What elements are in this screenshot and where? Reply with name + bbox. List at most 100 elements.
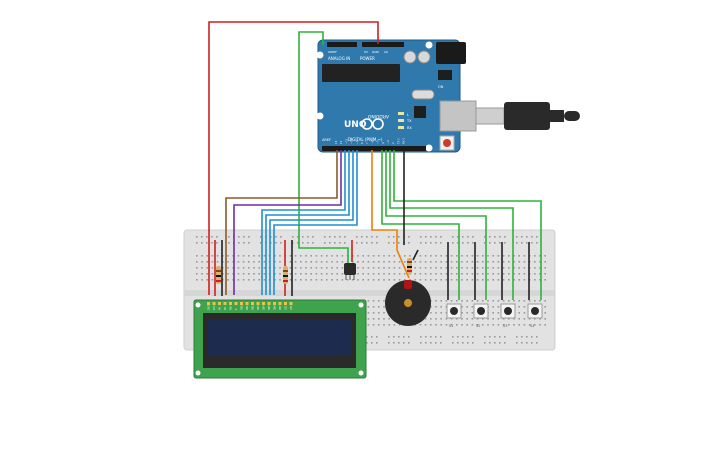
breadboard-hole[interactable] bbox=[456, 273, 458, 275]
breadboard-hole[interactable] bbox=[242, 267, 245, 269]
breadboard-hole[interactable] bbox=[544, 279, 546, 281]
breadboard-hole[interactable] bbox=[523, 273, 526, 275]
breadboard-hole[interactable] bbox=[357, 267, 359, 269]
breadboard-hole[interactable] bbox=[508, 318, 510, 320]
breadboard-hole[interactable] bbox=[376, 242, 378, 244]
breadboard-hole[interactable] bbox=[471, 273, 474, 275]
breadboard-hole[interactable] bbox=[279, 273, 281, 275]
breadboard-hole[interactable] bbox=[544, 300, 546, 302]
breadboard-hole[interactable] bbox=[430, 261, 432, 263]
breadboard-hole[interactable] bbox=[420, 342, 422, 344]
breadboard-hole[interactable] bbox=[497, 324, 500, 326]
breadboard-hole[interactable] bbox=[302, 236, 304, 238]
breadboard-hole[interactable] bbox=[248, 242, 250, 244]
breadboard-hole[interactable] bbox=[378, 312, 380, 314]
breadboard-hole[interactable] bbox=[307, 242, 309, 244]
breadboard-hole[interactable] bbox=[492, 279, 494, 281]
breadboard-hole[interactable] bbox=[440, 273, 442, 275]
breadboard-hole[interactable] bbox=[516, 336, 518, 338]
breadboard-hole[interactable] bbox=[388, 318, 390, 320]
breadboard-hole[interactable] bbox=[534, 324, 536, 326]
breadboard-hole[interactable] bbox=[476, 255, 479, 257]
breadboard-hole[interactable] bbox=[279, 255, 281, 257]
breadboard-hole[interactable] bbox=[528, 318, 531, 320]
breadboard-hole[interactable] bbox=[331, 267, 333, 269]
breadboard-hole[interactable] bbox=[440, 279, 442, 281]
breadboard-hole[interactable] bbox=[419, 324, 422, 326]
breadboard-hole[interactable] bbox=[398, 267, 401, 269]
breadboard-hole[interactable] bbox=[504, 236, 506, 238]
breadboard-hole[interactable] bbox=[419, 273, 422, 275]
breadboard-hole[interactable] bbox=[508, 300, 510, 302]
breadboard-hole[interactable] bbox=[502, 267, 505, 269]
breadboard-hole[interactable] bbox=[307, 236, 309, 238]
breadboard-hole[interactable] bbox=[404, 279, 406, 281]
breadboard-hole[interactable] bbox=[294, 273, 297, 275]
temperature-sensor[interactable] bbox=[344, 263, 356, 280]
breadboard-hole[interactable] bbox=[456, 300, 458, 302]
breadboard-hole[interactable] bbox=[336, 261, 338, 263]
breadboard-hole[interactable] bbox=[440, 318, 442, 320]
breadboard-hole[interactable] bbox=[445, 255, 448, 257]
breadboard-hole[interactable] bbox=[248, 236, 250, 238]
breadboard-hole[interactable] bbox=[497, 312, 500, 314]
breadboard-hole[interactable] bbox=[461, 279, 463, 281]
piezo-buzzer[interactable] bbox=[385, 280, 431, 326]
breadboard-hole[interactable] bbox=[531, 242, 533, 244]
breadboard-hole[interactable] bbox=[237, 267, 240, 269]
breadboard-hole[interactable] bbox=[482, 279, 484, 281]
breadboard-hole[interactable] bbox=[461, 267, 463, 269]
breadboard-hole[interactable] bbox=[425, 236, 427, 238]
breadboard-hole[interactable] bbox=[310, 279, 312, 281]
breadboard-hole[interactable] bbox=[445, 318, 448, 320]
breadboard-hole[interactable] bbox=[502, 318, 505, 320]
breadboard-hole[interactable] bbox=[494, 336, 496, 338]
wire-purple[interactable] bbox=[233, 150, 342, 295]
breadboard-hole[interactable] bbox=[461, 324, 463, 326]
breadboard-hole[interactable] bbox=[445, 267, 448, 269]
breadboard-hole[interactable] bbox=[367, 312, 370, 314]
breadboard-hole[interactable] bbox=[518, 306, 520, 308]
breadboard-hole[interactable] bbox=[461, 318, 463, 320]
breadboard-hole[interactable] bbox=[366, 336, 368, 338]
breadboard-hole[interactable] bbox=[320, 279, 323, 281]
breadboard-hole[interactable] bbox=[376, 336, 378, 338]
breadboard-hole[interactable] bbox=[336, 279, 338, 281]
breadboard-hole[interactable] bbox=[378, 261, 380, 263]
breadboard-hole[interactable] bbox=[211, 255, 214, 257]
breadboard-hole[interactable] bbox=[518, 261, 520, 263]
breadboard-hole[interactable] bbox=[237, 261, 240, 263]
breadboard-hole[interactable] bbox=[227, 273, 229, 275]
lcd-pin[interactable] bbox=[218, 302, 221, 305]
breadboard-hole[interactable] bbox=[430, 342, 432, 344]
breadboard-hole[interactable] bbox=[476, 318, 479, 320]
breadboard-hole[interactable] bbox=[445, 312, 448, 314]
breadboard-hole[interactable] bbox=[502, 255, 505, 257]
breadboard-hole[interactable] bbox=[211, 273, 214, 275]
lcd-pin[interactable] bbox=[229, 302, 232, 305]
breadboard-hole[interactable] bbox=[497, 318, 500, 320]
breadboard-hole[interactable] bbox=[420, 236, 422, 238]
breadboard-hole[interactable] bbox=[352, 279, 354, 281]
breadboard-hole[interactable] bbox=[476, 279, 479, 281]
breadboard-hole[interactable] bbox=[372, 300, 375, 302]
breadboard-hole[interactable] bbox=[329, 236, 331, 238]
breadboard-hole[interactable] bbox=[435, 279, 437, 281]
breadboard-hole[interactable] bbox=[357, 261, 359, 263]
breadboard-hole[interactable] bbox=[534, 318, 536, 320]
breadboard-hole[interactable] bbox=[263, 273, 266, 275]
breadboard-hole[interactable] bbox=[499, 336, 501, 338]
breadboard-hole[interactable] bbox=[326, 273, 328, 275]
breadboard-hole[interactable] bbox=[471, 324, 474, 326]
breadboard-hole[interactable] bbox=[242, 273, 245, 275]
breadboard-hole[interactable] bbox=[521, 242, 523, 244]
breadboard-hole[interactable] bbox=[450, 267, 453, 269]
breadboard-hole[interactable] bbox=[534, 279, 536, 281]
breadboard-hole[interactable] bbox=[450, 324, 453, 326]
breadboard-hole[interactable] bbox=[466, 261, 468, 263]
breadboard-hole[interactable] bbox=[467, 336, 469, 338]
breadboard-hole[interactable] bbox=[237, 255, 240, 257]
breadboard-hole[interactable] bbox=[534, 300, 536, 302]
breadboard-hole[interactable] bbox=[521, 336, 523, 338]
